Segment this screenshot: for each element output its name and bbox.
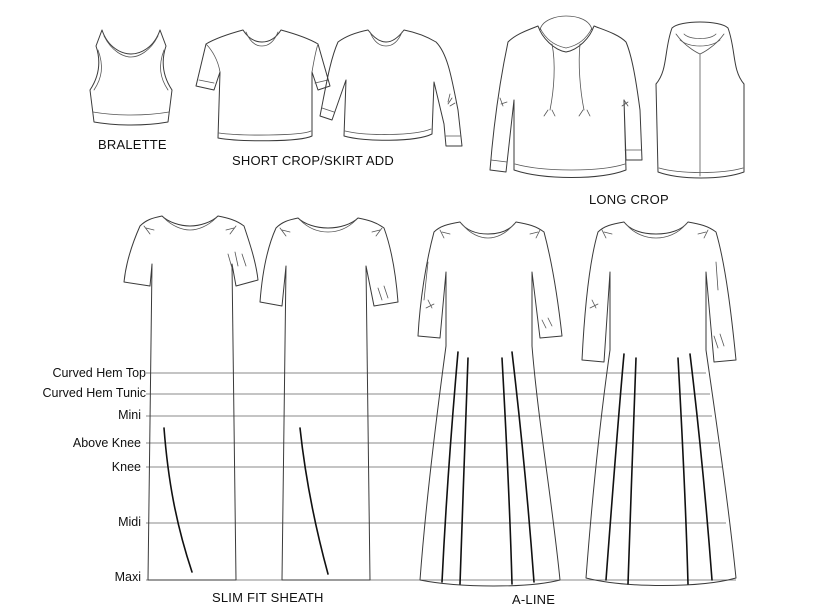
slim-fit-sheath-dress-1-sketch [123, 215, 259, 581]
long-crop-back-sketch [655, 21, 745, 179]
length-label-curved-hem-tunic: Curved Hem Tunic [42, 386, 146, 400]
short-crop-tee-sketch [195, 29, 331, 142]
slim-fit-sheath-dress-2-sketch [259, 217, 399, 581]
caption-bralette: BRALETTE [98, 137, 167, 152]
length-label-midi: Midi [118, 515, 141, 529]
length-label-above-knee: Above Knee [72, 436, 141, 450]
caption-short-crop-skirt-add: SHORT CROP/SKIRT ADD [232, 153, 394, 168]
a-line-dress-1-sketch [417, 221, 563, 587]
caption-slim-fit-sheath: SLIM FIT SHEATH [212, 590, 324, 605]
caption-a-line: A-LINE [512, 592, 556, 607]
length-label-maxi: Maxi [114, 570, 141, 584]
length-label-curved-hem-top: Curved Hem Top [52, 366, 146, 380]
length-reference-lines [146, 372, 736, 581]
long-crop-hoodie-front-sketch [489, 15, 643, 178]
short-crop-long-sleeve-sketch [319, 29, 463, 147]
bralette-sketch [89, 29, 173, 126]
length-label-mini: Mini [118, 408, 141, 422]
length-label-knee: Knee [111, 460, 141, 474]
caption-long-crop: LONG CROP [589, 192, 669, 207]
a-line-dress-2-sketch [581, 221, 737, 586]
